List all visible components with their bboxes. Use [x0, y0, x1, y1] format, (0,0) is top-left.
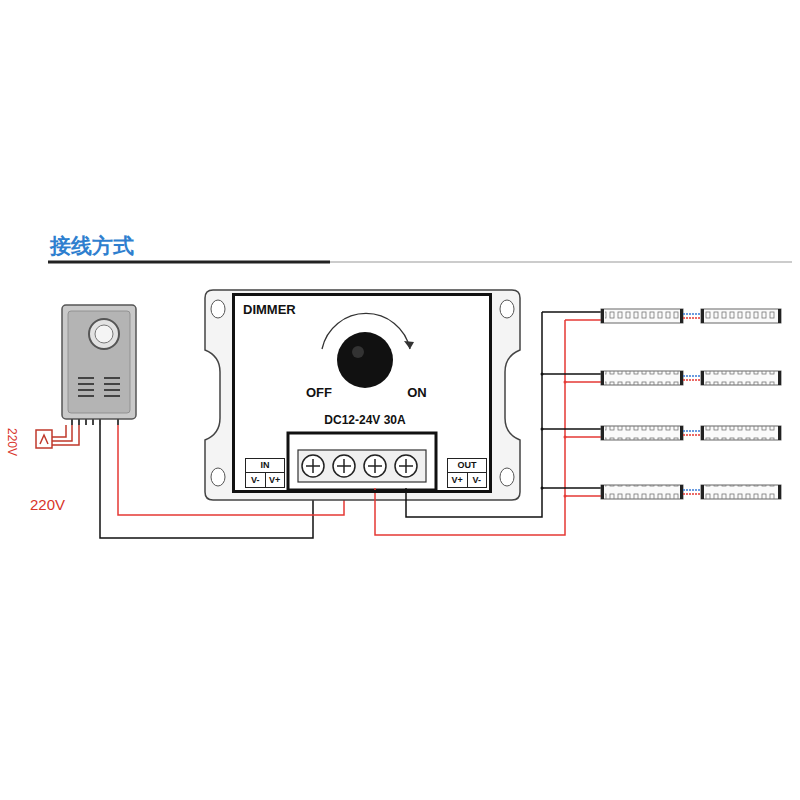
pin-name: V+: [265, 473, 285, 487]
terminal-label-box: OUTV+V-: [447, 458, 487, 488]
output-negative-wire: [406, 312, 542, 517]
power-supply: [62, 305, 136, 425]
terminal-group-label: OUT: [448, 459, 486, 473]
device-name: DIMMER: [243, 302, 296, 317]
title-underline: [48, 261, 330, 264]
switch-label: ON: [407, 385, 427, 400]
terminal-label-box: INV-V+: [245, 458, 285, 488]
dimmer-knob: [322, 313, 414, 388]
led-strips: [541, 309, 782, 499]
dimmer-panel: DIMMEROFFONDC12-24V 30AINV-V+OUTV+V-: [232, 293, 492, 493]
pin-name: V-: [467, 473, 487, 487]
switch-label: OFF: [306, 385, 332, 400]
mains-plug-symbol: [36, 425, 79, 448]
terminal-group-label: IN: [246, 459, 284, 473]
section-title: 接线方式: [50, 232, 134, 260]
pin-row: V-V+: [246, 473, 284, 487]
output-positive-wire: [375, 320, 565, 535]
rating-text: DC12-24V 30A: [324, 413, 405, 427]
pin-row: V+V-: [448, 473, 486, 487]
header-rule: [330, 262, 792, 263]
dimmer-housing: [205, 290, 520, 500]
voltage-label: 220V: [30, 496, 65, 513]
pin-name: V-: [246, 473, 265, 487]
terminal-block: [288, 433, 436, 490]
voltage-label: 220V: [5, 428, 19, 456]
pin-name: V+: [448, 473, 467, 487]
